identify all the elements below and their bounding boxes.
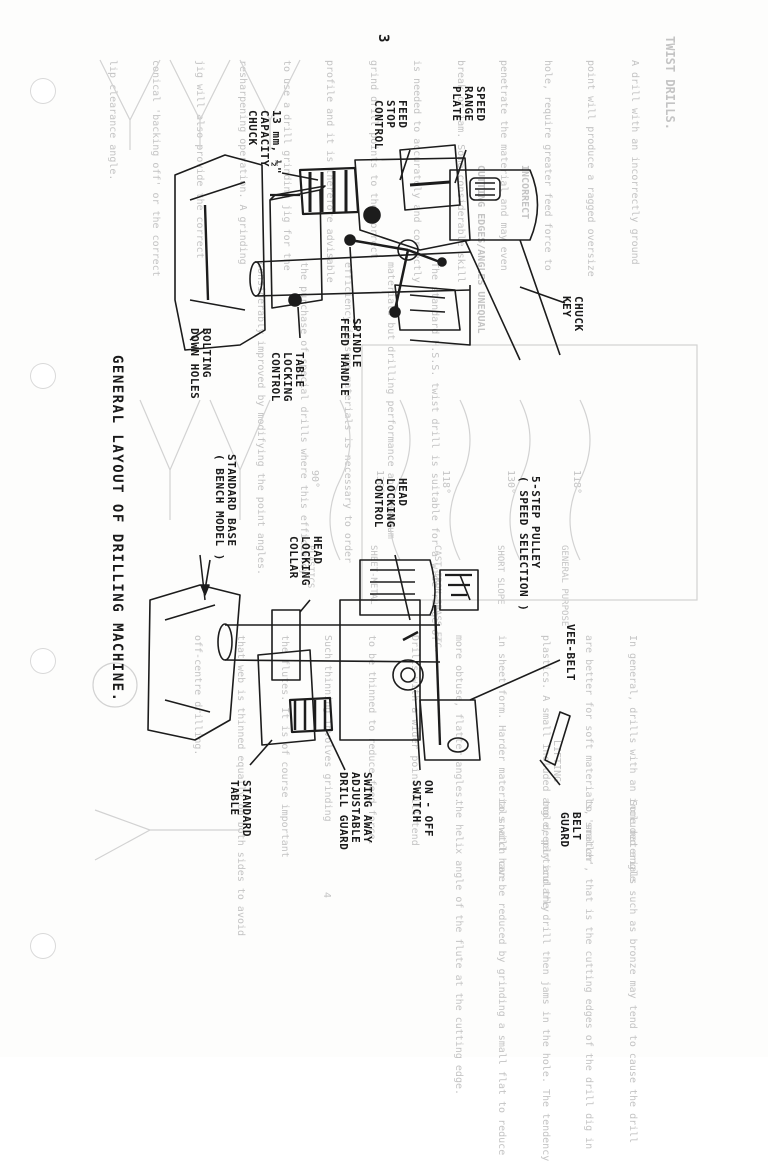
- label-standard-base: STANDARD BASE ( BENCH MODEL ): [213, 454, 238, 561]
- label-feed-stop-control: FEED STOP CONTROL: [372, 100, 409, 150]
- label-belt-guard: BELT GUARD: [558, 812, 583, 848]
- label-spindle-feed-handle: SPINDLE FEED HANDLE: [338, 318, 363, 397]
- label-standard-table: STANDARD TABLE: [228, 780, 253, 837]
- label-speed-range-plate: SPEED RANGE PLATE: [450, 86, 487, 122]
- lower-machine-drawing: [147, 554, 571, 786]
- document-page: TWIST DRILLS. A drill with an incorrectl…: [30, 34, 698, 1161]
- drilling-machine-drawings: [147, 144, 571, 786]
- binder-hole-3: [30, 648, 56, 674]
- upper-machine-drawing: [174, 144, 566, 361]
- show-through-drill-sketches: [92, 59, 698, 861]
- label-5-step-pulley: 5-STEP PULLEY ( SPEED SELECTION ): [517, 476, 542, 612]
- binder-hole-2: [30, 363, 56, 389]
- label-head-locking-collar: HEAD LOCKING COLLAR: [287, 536, 324, 586]
- label-table-locking-control: TABLE LOCKING CONTROL: [269, 352, 306, 402]
- figure-caption: GENERAL LAYOUT OF DRILLING MACHINE.: [109, 355, 125, 703]
- label-head-locking-control: HEAD LOCKING CONTROL: [372, 478, 409, 528]
- binder-hole-1: [30, 78, 56, 104]
- page-number: 3: [375, 34, 391, 43]
- label-vee-belt: VEE-BELT: [564, 624, 577, 681]
- label-chuck-capacity: 13 mm, ½" CAPACITY CHUCK: [246, 110, 283, 175]
- label-bolting-down-holes: BOLTING DOWN HOLES: [188, 328, 213, 400]
- label-on-off-switch: ON - OFF SWITCH: [410, 780, 435, 837]
- label-drill-guard: SWING AWAY ADJUSTABLE DRILL GUARD: [337, 772, 374, 851]
- label-chuck-key: CHUCK KEY: [560, 296, 585, 332]
- binder-hole-4: [30, 933, 56, 959]
